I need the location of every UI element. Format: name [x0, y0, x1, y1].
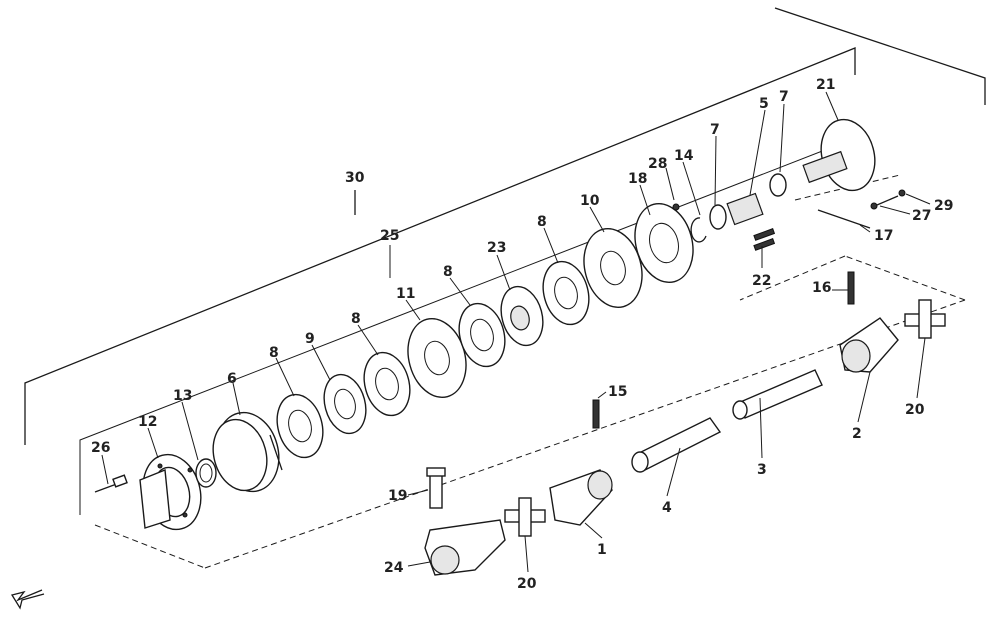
- callout-29: 29: [934, 198, 953, 214]
- callout-4: 4: [662, 500, 672, 516]
- callout-labels: 1 2 3 4 5 6 7 7 8 8 8 8 9 10 11 12 13 14…: [91, 77, 953, 592]
- tube-part-3: [732, 369, 823, 420]
- callout-24: 24: [384, 560, 404, 576]
- callout-23: 23: [487, 240, 506, 256]
- circlip-part-14: [690, 217, 707, 243]
- callout-25: 25: [380, 228, 399, 244]
- callout-19: 19: [388, 488, 407, 504]
- callout-21: 21: [816, 77, 835, 93]
- callout-9: 9: [305, 331, 315, 347]
- direction-arrow-icon: [10, 589, 45, 610]
- yoke-part-2: [839, 317, 899, 373]
- pin-part-15: [592, 399, 600, 429]
- callout-20-a: 20: [905, 402, 925, 418]
- bolt-part-19: [426, 467, 446, 509]
- callout-13: 13: [173, 388, 192, 404]
- callout-6: 6: [227, 371, 237, 387]
- tube-part-4: [631, 417, 722, 473]
- callout-20-b: 20: [517, 576, 537, 592]
- seal-ring-part-7-a: [709, 204, 727, 230]
- callout-18: 18: [628, 171, 647, 187]
- yoke-part-1: [549, 469, 613, 526]
- flange-yoke-part-12: [139, 453, 202, 531]
- seal-ring-part-7-b: [769, 173, 787, 197]
- nut-part-29: [898, 189, 906, 197]
- callout-7-b: 7: [779, 89, 789, 105]
- bearing-part-5: [726, 192, 764, 226]
- callout-3: 3: [757, 462, 767, 478]
- nut-part-28: [672, 203, 680, 211]
- pressure-plate-part-18: [634, 202, 694, 284]
- callout-30: 30: [345, 170, 365, 186]
- callout-1: 1: [597, 542, 607, 558]
- callout-8-a: 8: [269, 345, 279, 361]
- pin-part-16: [847, 271, 855, 305]
- leader-lines: [101, 91, 931, 573]
- callout-10: 10: [580, 193, 600, 209]
- callout-8-b: 8: [351, 311, 361, 327]
- disc-part-8-b: [363, 351, 411, 417]
- assembly-frame-30: [24, 7, 986, 445]
- ring-part-13: [195, 458, 217, 488]
- disc-part-9: [323, 373, 367, 435]
- shaft-flange-part-21: [802, 118, 876, 192]
- disc-part-8-c: [458, 302, 506, 368]
- callout-15: 15: [608, 384, 627, 400]
- callout-11: 11: [396, 286, 415, 302]
- bolt-part-26: [94, 474, 128, 493]
- callout-2: 2: [852, 426, 862, 442]
- housing-part-6: [212, 411, 283, 493]
- callout-8-c: 8: [443, 264, 453, 280]
- friction-plate-part-11: [407, 317, 467, 399]
- callout-14: 14: [674, 148, 694, 164]
- bolt-part-27: [870, 195, 899, 210]
- key-part-22: [753, 228, 776, 251]
- callout-22: 22: [752, 273, 771, 289]
- callout-8-d: 8: [537, 214, 547, 230]
- yoke-part-24: [424, 519, 506, 576]
- callout-5: 5: [759, 96, 769, 112]
- callout-16: 16: [812, 280, 831, 296]
- callout-12: 12: [138, 414, 157, 430]
- callout-26: 26: [91, 440, 110, 456]
- spring-part-17: [817, 209, 871, 229]
- hub-part-23: [500, 285, 544, 347]
- callout-7-a: 7: [710, 122, 720, 138]
- callout-17: 17: [874, 228, 893, 244]
- disc-part-8-a: [276, 393, 324, 459]
- cross-part-20-a: [504, 497, 546, 537]
- cross-part-20-b: [904, 299, 946, 339]
- callout-28: 28: [648, 156, 667, 172]
- callout-27: 27: [912, 208, 931, 224]
